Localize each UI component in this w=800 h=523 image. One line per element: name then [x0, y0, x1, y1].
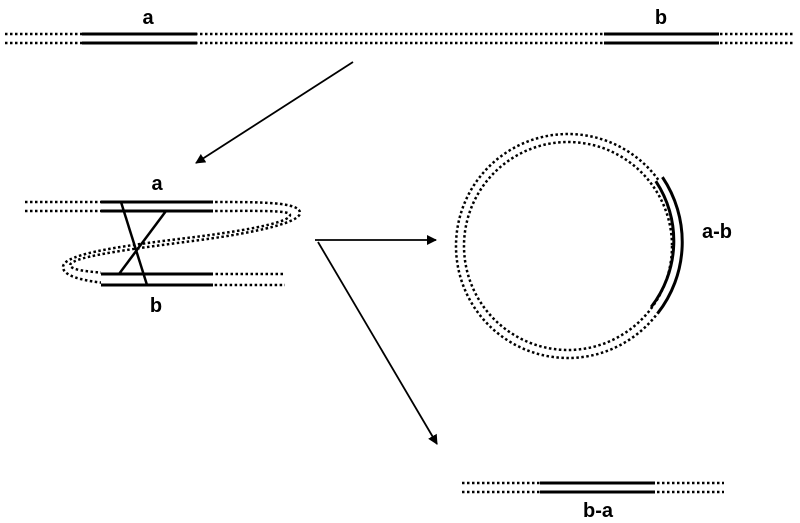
circle-segment-ab	[650, 174, 690, 319]
folded-dna-strand	[25, 200, 302, 287]
loop-label-a: a	[151, 173, 163, 195]
bottom-label-ba: b-a	[583, 500, 614, 522]
top-segment-b	[604, 31, 719, 46]
loop-segment-a	[101, 199, 213, 214]
circle-label-ab: a-b	[702, 221, 732, 243]
arrow-to-linear-product	[317, 241, 438, 445]
top-label-a: a	[142, 7, 154, 29]
loop-segment-b	[101, 271, 213, 288]
crossover-lines	[117, 201, 168, 286]
bottom-segment-ba	[540, 480, 655, 495]
top-label-b: b	[655, 7, 667, 29]
arrow-to-loop	[195, 61, 354, 164]
top-segment-a	[82, 31, 197, 46]
loop-label-b: b	[150, 295, 162, 317]
circular-dna	[454, 132, 682, 360]
